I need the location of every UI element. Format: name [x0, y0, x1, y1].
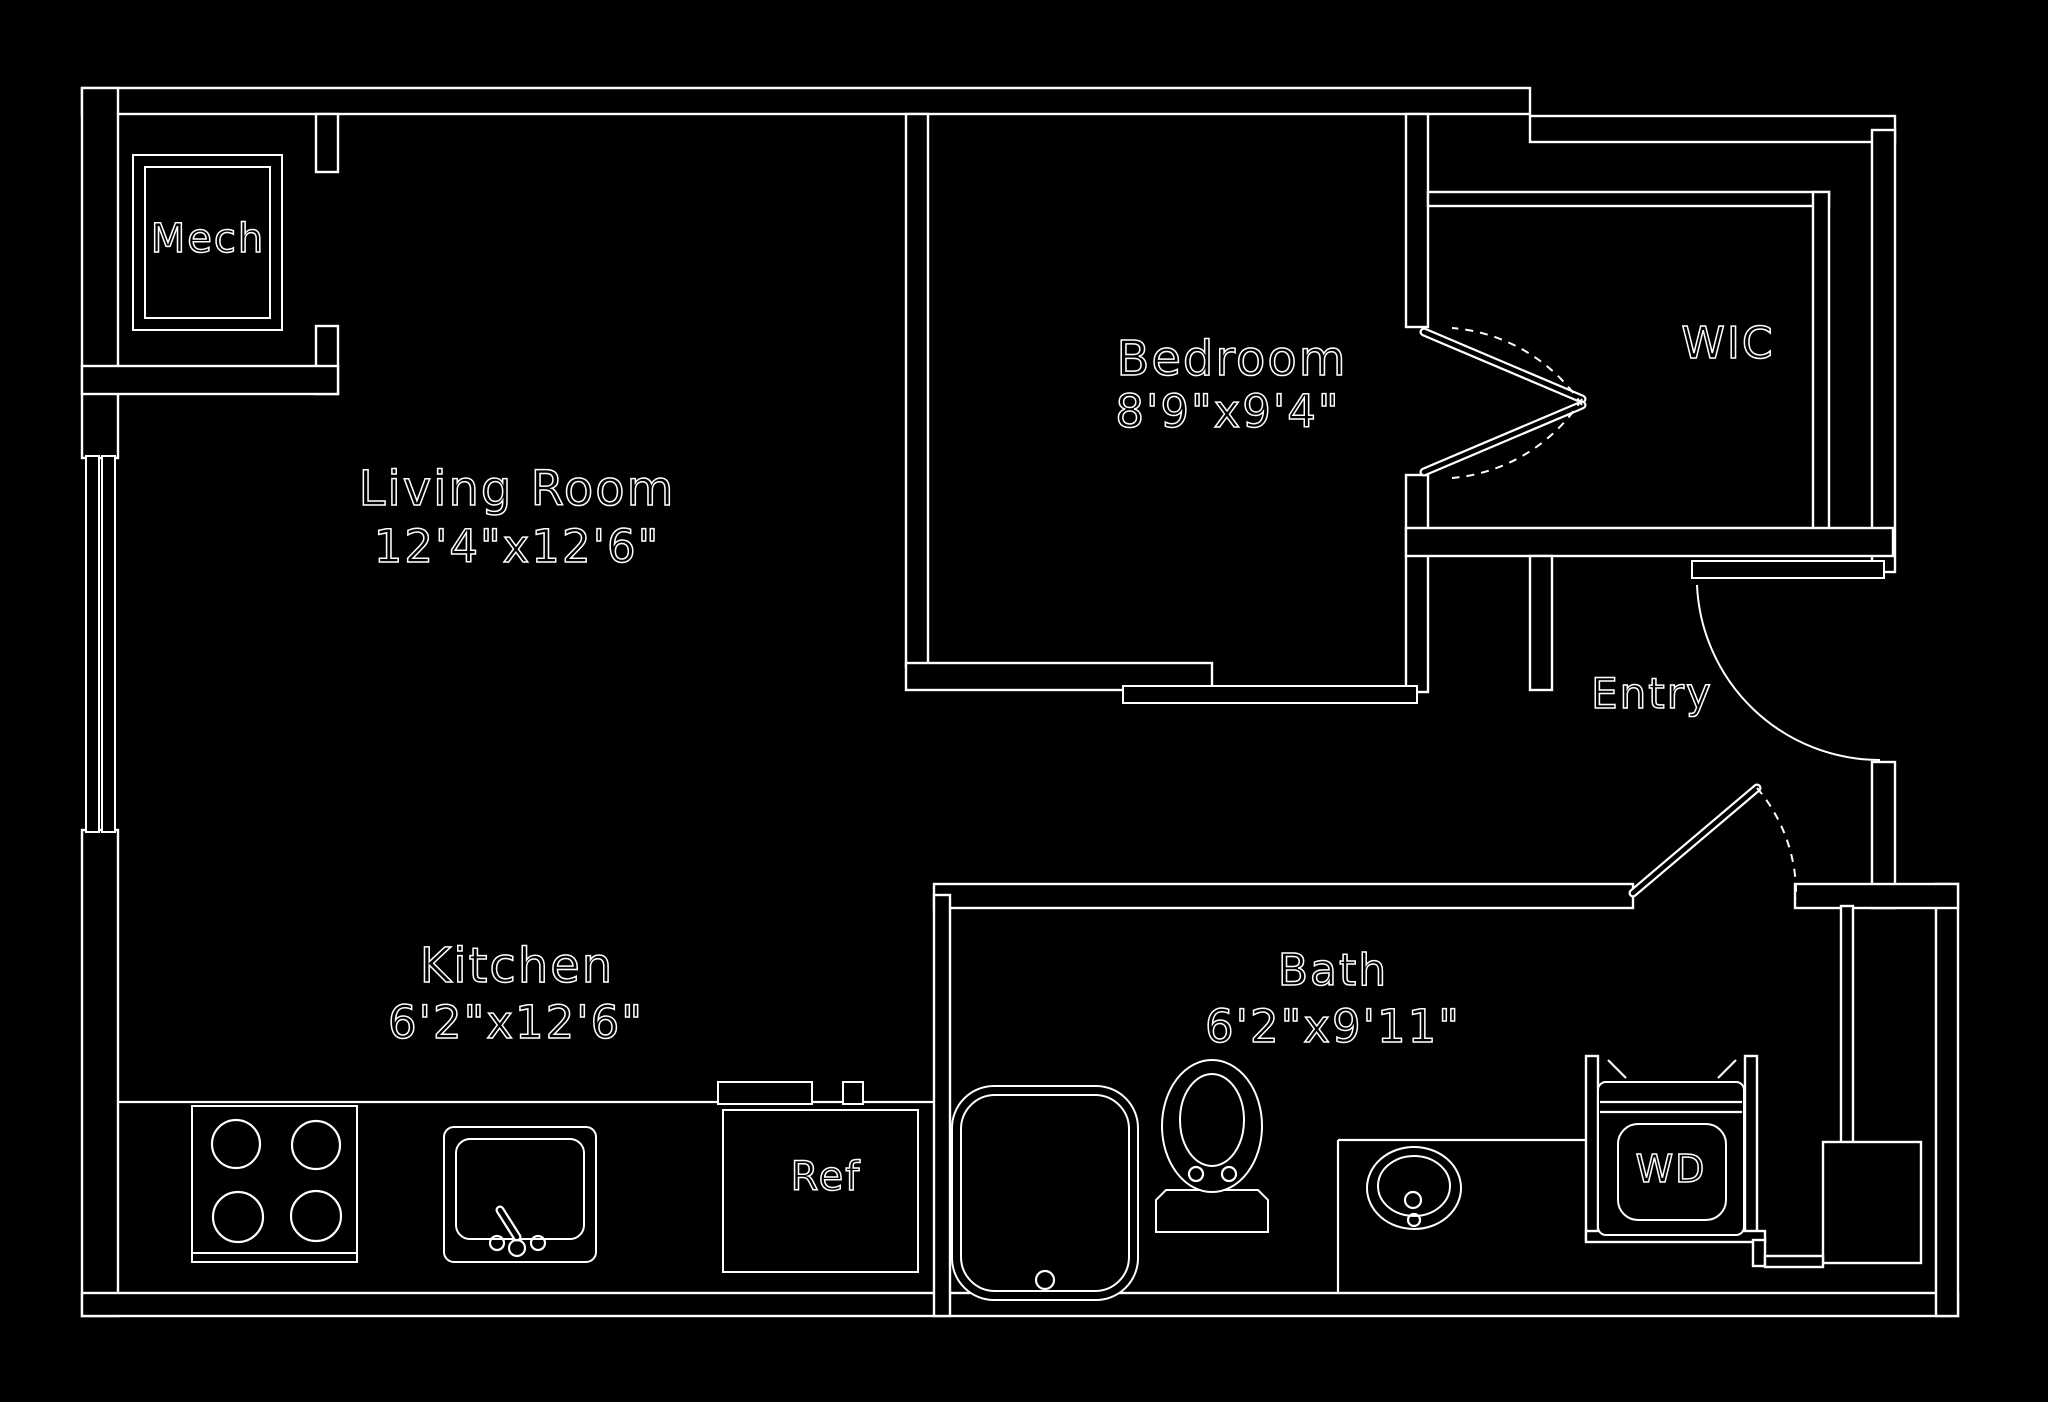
toilet [1155, 1059, 1269, 1233]
wall-segment [1426, 190, 1831, 208]
room-label-living: Living Room [359, 461, 676, 517]
alcove-tick [1717, 1059, 1737, 1079]
vanity-drain [1406, 1212, 1422, 1228]
wall-segment [80, 828, 120, 1318]
toilet-bolt [1220, 1165, 1238, 1183]
room-label-bedroom: Bedroom [1116, 331, 1347, 387]
wall-segment [80, 86, 1532, 116]
washer-door [1617, 1123, 1727, 1221]
room-label-wic: WIC [1681, 318, 1774, 369]
door-leaf-core [1421, 402, 1585, 475]
mech-shaft [132, 154, 283, 331]
burner [289, 1189, 343, 1243]
wic-double-doors [1419, 327, 1587, 479]
burner [210, 1118, 262, 1170]
left-window [85, 455, 116, 833]
faucet-handle [529, 1234, 547, 1252]
wall-segment [1934, 882, 1960, 1318]
room-label-bath: Bath [1278, 945, 1388, 996]
door-leaf [1691, 560, 1885, 579]
wall-segment [1811, 190, 1831, 535]
refrigerator-outline [722, 1109, 919, 1273]
walls [80, 86, 1960, 1318]
toilet-base [1155, 1189, 1269, 1233]
washer-dryer [1597, 1059, 1745, 1236]
bath-door [1628, 783, 1798, 900]
toilet-bowl-inner [1179, 1073, 1245, 1167]
shaft-outline-inner [144, 166, 271, 319]
bathtub [951, 1085, 1139, 1301]
wall-segment [1751, 1238, 1767, 1268]
refrigerator [722, 1109, 919, 1273]
wall-segment [1839, 904, 1855, 1146]
alcove-tick [1607, 1059, 1627, 1079]
fixture-label-ref: Ref [791, 1154, 862, 1200]
door-leaf-core [1421, 329, 1585, 402]
wall-segment [1743, 1054, 1759, 1242]
wall-segment [80, 86, 120, 460]
fixture-label-wd: WD [1636, 1147, 1707, 1191]
faucet-handle [488, 1234, 506, 1252]
wall-segment [1584, 1054, 1600, 1242]
sliding-rail [1122, 685, 1418, 704]
window-pane [85, 455, 100, 833]
room-dims-living: 12'4"x12'6" [374, 520, 661, 573]
room-label-mech: Mech [151, 216, 265, 262]
upper-cabinets [717, 1081, 864, 1105]
wall-segment [1404, 473, 1430, 694]
chase-box [1821, 1140, 1923, 1265]
wall-segment [1404, 112, 1430, 329]
door-leaf-core [1630, 785, 1760, 896]
range-4-burners [191, 1105, 358, 1263]
wall-segment [1793, 882, 1960, 910]
sink-basin [455, 1138, 585, 1240]
room-dims-bedroom: 8'9"x9'4" [1115, 385, 1340, 438]
burner [211, 1190, 265, 1244]
room-dims-bath: 6'2"x9'11" [1205, 1000, 1461, 1053]
wall-segment [314, 112, 340, 174]
cabinet [842, 1081, 864, 1105]
wall-segment [932, 882, 1635, 910]
burner [290, 1119, 342, 1171]
range-front-band [191, 1252, 358, 1263]
wall-segment [80, 364, 340, 396]
door-swing-arc [1696, 584, 1881, 762]
room-label-entry: Entry [1591, 669, 1713, 718]
vanity-sink-inner [1377, 1155, 1451, 1217]
bedroom-sliding-door [1122, 685, 1418, 704]
tub-drain [1034, 1269, 1056, 1291]
door-swing-arc [1451, 398, 1583, 479]
vanity-faucet [1403, 1190, 1423, 1210]
wall-segment [1528, 554, 1554, 692]
faucet-base [507, 1238, 527, 1258]
vanity [1336, 1138, 1586, 1293]
kitchen-sink [443, 1126, 597, 1263]
tub-inner [960, 1094, 1130, 1292]
wall-segment [1404, 526, 1895, 558]
room-labels: Mech Living Room 12'4"x12'6" Bedroom 8'9… [150, 215, 1774, 1201]
toilet-bolt [1187, 1165, 1205, 1183]
wall-segment [904, 112, 930, 668]
cabinet [717, 1081, 813, 1105]
door-swing-arc [1756, 787, 1798, 900]
wall-segment [1870, 128, 1897, 574]
wall-segment [932, 893, 952, 1318]
window-pane [101, 455, 116, 833]
faucet-spout-core [497, 1207, 520, 1240]
room-label-kitchen: Kitchen [420, 938, 614, 994]
entry-door [1691, 560, 1885, 762]
room-dims-kitchen: 6'2"x12'6" [388, 996, 644, 1049]
door-swing-arc [1451, 327, 1583, 406]
range-outline [191, 1105, 358, 1254]
wall-segment [1528, 114, 1897, 144]
wall-segment [1763, 1254, 1825, 1269]
